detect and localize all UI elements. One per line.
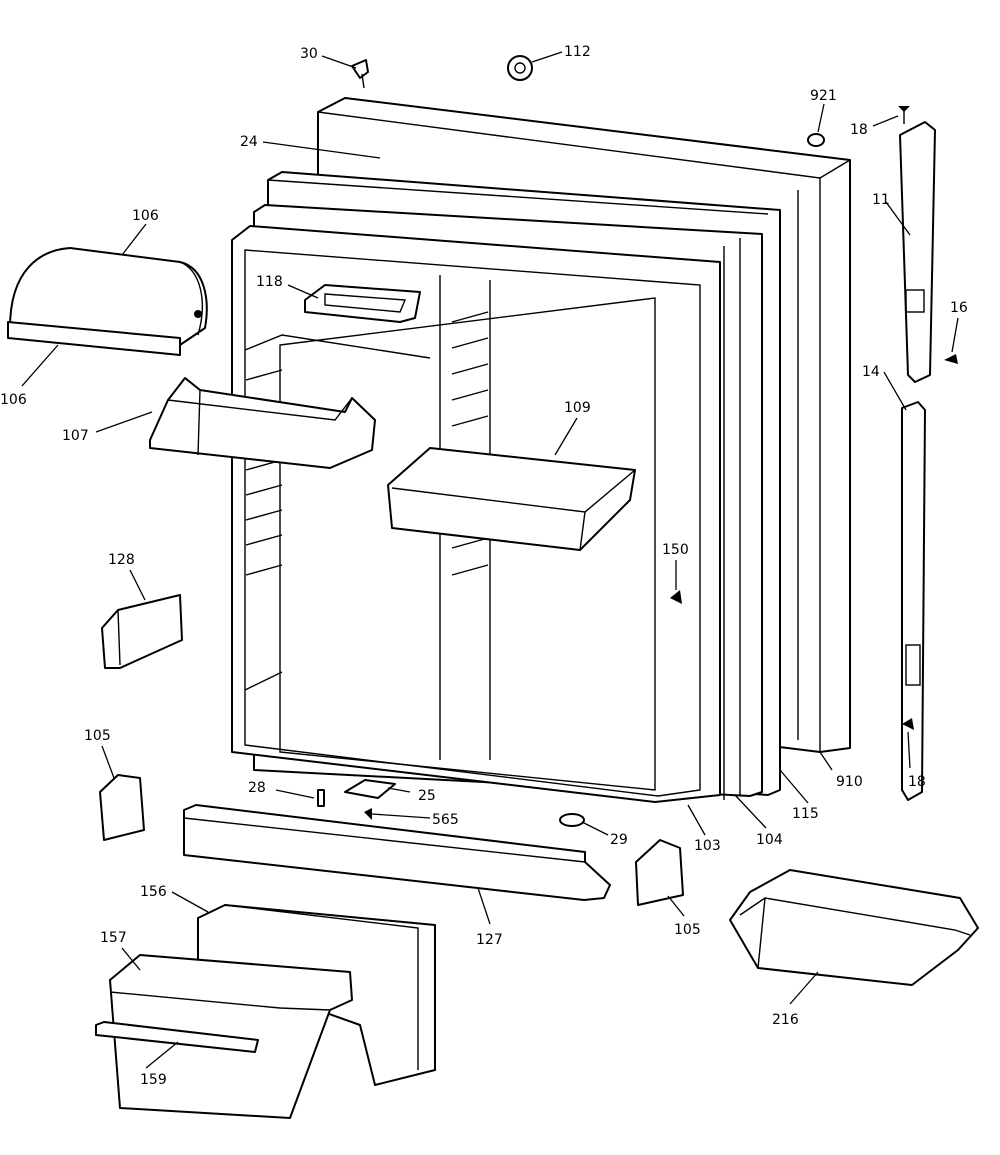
clip-16-icon: [944, 354, 958, 364]
door-shelf-107: [149, 377, 376, 469]
screw-18-top-icon: [898, 106, 910, 124]
callout-128: 128: [108, 552, 135, 568]
callout-910: 910: [836, 774, 863, 790]
callout-25: 25: [418, 788, 436, 804]
callout-107: 107: [62, 428, 89, 444]
drawer-handle-159: [95, 1021, 259, 1053]
grommet-112-icon: [507, 55, 533, 81]
callout-30: 30: [300, 46, 318, 62]
callout-24: 24: [240, 134, 258, 150]
callout-115: 115: [792, 806, 819, 822]
callout-106-top: 106: [132, 208, 159, 224]
callout-105-right: 105: [674, 922, 701, 938]
callout-118: 118: [256, 274, 283, 290]
callout-565: 565: [432, 812, 459, 828]
door-shelf-109: [387, 447, 636, 551]
pin-28-icon: [317, 789, 325, 807]
bottom-rail-127: [183, 804, 611, 901]
callout-29: 29: [610, 832, 628, 848]
callout-112: 112: [564, 44, 591, 60]
screw-18-bottom-icon: [902, 718, 914, 730]
callout-156: 156: [140, 884, 167, 900]
leader-lines: [21, 51, 959, 1069]
callout-157: 157: [100, 930, 127, 946]
callout-109: 109: [564, 400, 591, 416]
callout-127: 127: [476, 932, 503, 948]
small-shelf-118: [304, 284, 421, 323]
callout-11: 11: [872, 192, 890, 208]
callout-28: 28: [248, 780, 266, 796]
screw-565-icon: [364, 808, 372, 820]
plate-25-icon: [344, 779, 396, 799]
callout-921: 921: [810, 88, 837, 104]
callout-150: 150: [662, 542, 689, 558]
washer-29-icon: [559, 813, 585, 827]
callout-103: 103: [694, 838, 721, 854]
callout-105-left: 105: [84, 728, 111, 744]
callout-106-bottom: 106: [0, 392, 27, 408]
door-handle: [899, 121, 936, 383]
dairy-compartment: [7, 247, 208, 356]
callout-104: 104: [756, 832, 783, 848]
callout-16: 16: [950, 300, 968, 316]
handle-trim: [901, 401, 926, 801]
bracket-105-left: [99, 774, 145, 841]
callout-18-bottom: 18: [908, 774, 926, 790]
callout-14: 14: [862, 364, 880, 380]
callouts: 30 112 921 18 24 106 11 16 118 106 14 10…: [0, 44, 968, 1088]
bracket-128: [101, 594, 183, 669]
cap-921-icon: [807, 133, 825, 147]
callout-18-top: 18: [850, 122, 868, 138]
callout-216: 216: [772, 1012, 799, 1028]
clip-150-icon: [670, 590, 682, 604]
screw-30-icon: [351, 59, 369, 89]
bin-216: [729, 869, 979, 986]
callout-159: 159: [140, 1072, 167, 1088]
bracket-105-right: [635, 839, 684, 906]
